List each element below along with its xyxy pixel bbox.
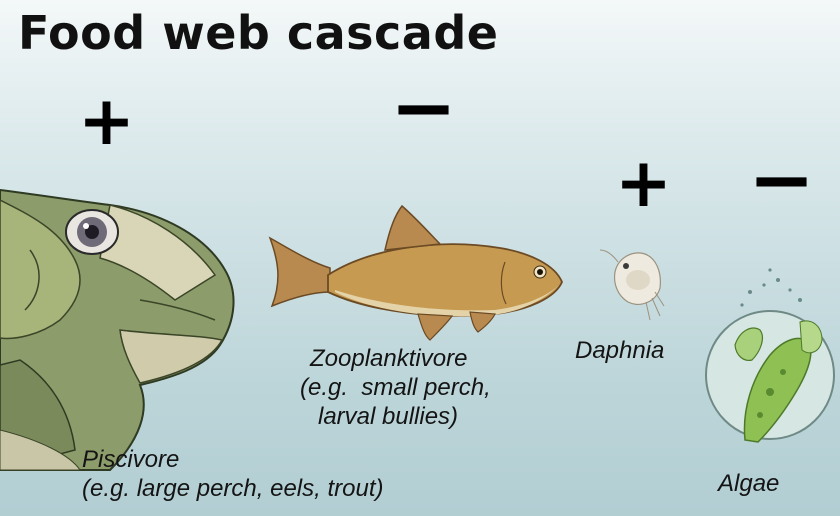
piscivore-illustration xyxy=(0,190,234,470)
zooplanktivore-illustration xyxy=(270,206,562,340)
daphnia-label: Daphnia xyxy=(575,337,664,366)
zooplanktivore-effect-sign: − xyxy=(390,68,457,148)
daphnia-illustration xyxy=(600,250,664,320)
piscivore-name: Piscivore xyxy=(82,446,383,475)
zooplanktivore-examples-line2: larval bullies) xyxy=(318,403,491,432)
zooplanktivore-examples-line1: (e.g. small perch, xyxy=(300,374,491,403)
piscivore-label: Piscivore (e.g. large perch, eels, trout… xyxy=(82,446,383,504)
piscivore-examples: (e.g. large perch, eels, trout) xyxy=(82,475,383,504)
diagram-title: Food web cascade xyxy=(18,6,498,60)
algae-label: Algae xyxy=(718,470,779,499)
daphnia-effect-sign: + xyxy=(615,150,672,218)
algae-effect-sign: − xyxy=(748,140,815,220)
zooplanktivore-name: Zooplanktivore xyxy=(310,345,491,374)
zooplanktivore-label: Zooplanktivore (e.g. small perch, larval… xyxy=(310,345,491,431)
piscivore-effect-sign: + xyxy=(78,88,135,156)
algae-illustration xyxy=(706,268,834,442)
